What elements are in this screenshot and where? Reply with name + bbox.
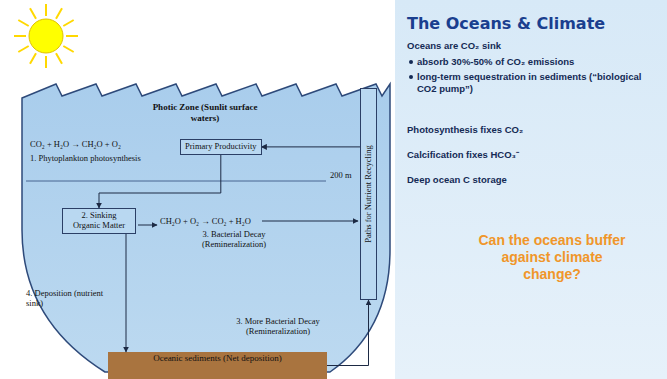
sediment-band: Oceanic sediments (Net deposition): [108, 352, 327, 379]
sun-ray: [18, 46, 28, 52]
diagram-label: 4. Deposition (nutrient sink): [26, 288, 106, 308]
flow-arrow: [327, 300, 369, 366]
sun-ray: [63, 20, 73, 26]
panel-title: The Oceans & Climate: [407, 14, 605, 34]
depth-line: [26, 181, 326, 182]
statement-text: Calcification fixes HCO₃⁻: [407, 149, 519, 161]
bullet-dot: [409, 60, 413, 64]
sun-ray: [45, 4, 47, 16]
recycle-line: [262, 221, 358, 222]
box-label: Primary Productivity: [185, 142, 257, 152]
sun-ray: [30, 8, 36, 18]
box-label: Paths for Nutrient Recycling: [364, 145, 374, 243]
diagram-label: Photic Zone (Sunlit surface waters): [140, 102, 270, 124]
bullet-dot: [409, 75, 413, 79]
sun-ray: [66, 35, 78, 37]
diagram-label: CO₂ + H₂O → CH₂O + O₂: [30, 139, 121, 149]
sun-ray: [56, 8, 62, 18]
flow-arrow: [262, 146, 361, 147]
sun-ray: [30, 53, 36, 63]
cycle-path-box: Paths for Nutrient Recycling: [360, 88, 377, 300]
text-panel: The Oceans & ClimateOceans are CO₂ sink a…: [395, 0, 667, 379]
question-text: Can the oceans buffer against climate ch…: [477, 232, 627, 282]
statement-text: Oceans are CO₂ sink: [407, 40, 501, 52]
sun-ray: [45, 56, 47, 68]
diagram-label: 200 m: [330, 170, 352, 180]
flow-arrow: [126, 234, 127, 353]
bullet-text: absorb 30%-50% of CO₂ emissions: [417, 56, 657, 68]
ocean-outline: [22, 84, 390, 372]
diagram-label: 1. Phytoplankton photosynthesis: [30, 153, 141, 163]
sun-ray: [14, 35, 26, 37]
diagram-label: CH₂O + O₂ → CO₂ + H₂O: [160, 216, 251, 226]
bullet-text: long-term sequestration in sediments (“b…: [417, 71, 647, 95]
process-box: Primary Productivity: [180, 139, 262, 155]
process-box: 2. Sinking Organic Matter: [62, 208, 136, 234]
sun-symbol: [14, 4, 78, 68]
box-label: Oceanic sediments (Net deposition): [108, 353, 327, 364]
statement-text: Deep ocean C storage: [407, 174, 507, 186]
sun-ray: [56, 53, 62, 63]
diagram-label: 3. Bacterial Decay (Remineralization): [186, 229, 282, 249]
decay-arrow: [138, 225, 157, 226]
sediment-floor: [108, 352, 327, 379]
sun-ray: [63, 46, 73, 52]
sun-ray: [18, 20, 28, 26]
statement-text: Photosynthesis fixes CO₂: [407, 124, 523, 136]
diagram-label: 3. More Bacterial Decay (Remineralizatio…: [212, 316, 344, 336]
box-label: 2. Sinking Organic Matter: [67, 211, 131, 231]
